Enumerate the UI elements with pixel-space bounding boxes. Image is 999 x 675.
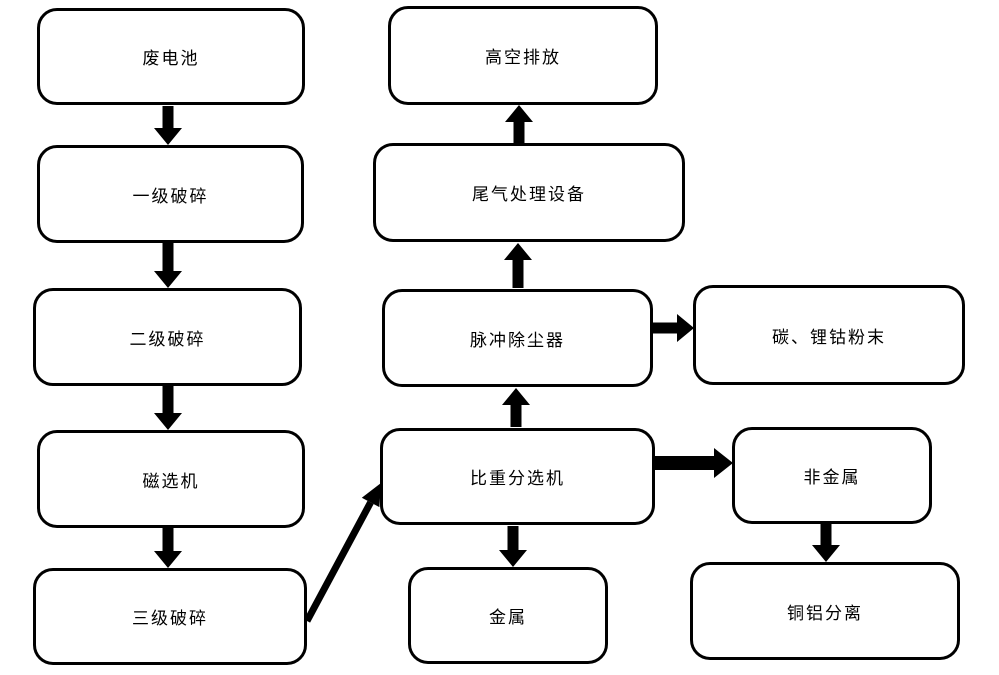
arrow-pulse-dust-collector-to-carbon-powder (653, 314, 694, 342)
arrow-magnetic-separator-to-tertiary-crushing (154, 528, 182, 568)
node-label: 碳、锂钴粉末 (772, 327, 886, 347)
arrow-exhaust-treatment-to-high-altitude-discharge (505, 105, 533, 143)
arrow-waste-battery-to-primary-crushing (154, 106, 182, 145)
node-label: 二级破碎 (129, 329, 206, 349)
node-copper-aluminum-separation: 铜铝分离 (690, 562, 960, 660)
node-pulse-dust-collector: 脉冲除尘器 (382, 289, 653, 387)
arrow-primary-to-secondary-crushing (154, 243, 182, 288)
node-gravity-separator: 比重分选机 (380, 428, 655, 525)
node-label: 金属 (489, 608, 527, 627)
arrow-non-metal-to-copper-aluminum-separation (812, 524, 840, 562)
node-waste-battery: 废电池 (37, 8, 305, 105)
arrow-gravity-separator-to-non-metal (655, 448, 733, 478)
node-label: 非金属 (803, 468, 861, 487)
arrow-pulse-dust-collector-to-exhaust-treatment (504, 243, 532, 288)
node-high-altitude-discharge: 高空排放 (388, 6, 658, 105)
node-primary-crushing: 一级破碎 (37, 145, 304, 243)
node-label: 一级破碎 (132, 186, 209, 206)
arrow-tertiary-crushing-to-gravity-separator-head (361, 483, 381, 508)
node-label: 废电池 (142, 49, 200, 68)
node-non-metal: 非金属 (732, 427, 932, 524)
arrow-tertiary-crushing-to-gravity-separator-shaft (303, 500, 374, 623)
node-label: 脉冲除尘器 (470, 330, 565, 350)
arrow-gravity-separator-to-metal (499, 526, 527, 567)
node-carbon-lithium-cobalt-powder: 碳、锂钴粉末 (693, 285, 965, 385)
node-tertiary-crushing: 三级破碎 (33, 568, 307, 665)
node-label: 铜铝分离 (787, 603, 863, 623)
node-label: 高空排放 (485, 48, 561, 67)
arrow-gravity-separator-to-pulse-dust-collector (502, 388, 530, 427)
node-magnetic-separator: 磁选机 (37, 430, 305, 528)
node-exhaust-gas-treatment: 尾气处理设备 (373, 143, 685, 242)
node-label: 比重分选机 (470, 469, 565, 488)
node-label: 尾气处理设备 (472, 185, 586, 204)
node-label: 磁选机 (142, 471, 200, 491)
arrow-secondary-crushing-to-magnetic-separator (154, 386, 182, 430)
node-metal: 金属 (408, 567, 608, 664)
node-secondary-crushing: 二级破碎 (33, 288, 302, 386)
node-label: 三级破碎 (132, 609, 208, 628)
